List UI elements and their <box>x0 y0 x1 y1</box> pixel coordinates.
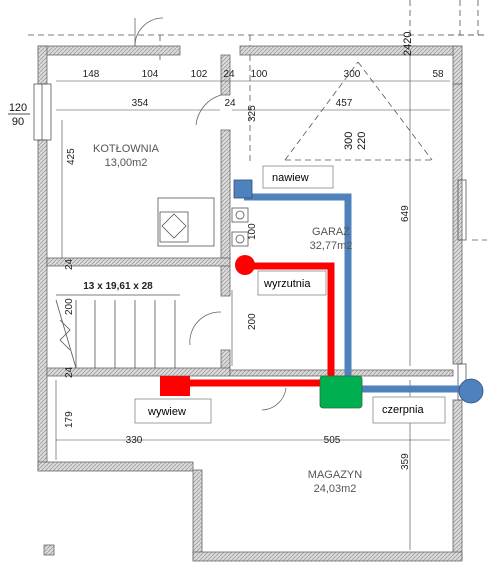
supply-grille <box>233 179 253 199</box>
dim-100-vert: 100 <box>247 223 258 240</box>
door-swings <box>134 17 287 411</box>
dim-58: 58 <box>432 69 444 80</box>
callout-exhaust: wywiew <box>134 398 212 424</box>
outlet-vent <box>235 255 255 275</box>
room-labels: KOTŁOWNIA 13,00m2 GARAŻ 32,77m2 MAGAZYN … <box>83 143 362 495</box>
dimension-lines <box>55 55 450 550</box>
staircase <box>55 294 180 369</box>
callout-supply: nawiew <box>262 165 334 189</box>
callout-exhaust-text: wywiew <box>147 406 186 418</box>
dim-24-row2: 24 <box>224 98 236 109</box>
roof-outline <box>28 0 487 241</box>
dim-200-stair: 200 <box>64 298 75 315</box>
callout-vent-outlet-text: wyrzutnia <box>263 278 311 290</box>
dim-24-lower: 24 <box>64 366 75 378</box>
dim-649: 649 <box>400 205 411 222</box>
intake-vent <box>458 378 484 404</box>
dim-24-top: 24 <box>223 69 235 80</box>
dim-325: 325 <box>247 105 258 122</box>
boiler-fixtures <box>157 197 249 247</box>
window-frames <box>33 83 467 401</box>
walls <box>37 45 463 562</box>
dim-120: 120 <box>9 102 27 114</box>
callout-intake-text: czerpnia <box>382 404 424 416</box>
dim-90: 90 <box>12 116 24 128</box>
dim-457: 457 <box>336 98 353 109</box>
room-name-garage: GARAŻ <box>312 225 350 238</box>
dim-354: 354 <box>132 98 149 109</box>
dim-200-mid: 200 <box>247 313 258 330</box>
dim-148: 148 <box>83 69 100 80</box>
dim-330: 330 <box>126 435 143 446</box>
dim-425: 425 <box>66 148 77 165</box>
exhaust-grille <box>160 376 190 396</box>
room-name-boiler: KOTŁOWNIA <box>93 143 160 155</box>
callout-supply-text: nawiew <box>272 172 309 184</box>
dim-2420: 2420 <box>402 32 414 56</box>
stair-spec: 13 x 19,61 x 28 <box>83 281 153 292</box>
exhaust-duct <box>180 262 335 387</box>
dim-359: 359 <box>400 453 411 470</box>
dim-505: 505 <box>324 435 341 446</box>
dim-300-vert: 300 <box>343 132 355 150</box>
dimension-labels: 148 104 102 24 100 300 58 354 24 457 242… <box>8 32 444 470</box>
dim-104: 104 <box>142 69 159 80</box>
dim-24-stair: 24 <box>64 258 75 270</box>
dim-300-top: 300 <box>344 69 361 80</box>
callout-intake: czerpnia <box>372 396 446 424</box>
room-area-boiler: 13,00m2 <box>105 157 148 169</box>
dim-100-top: 100 <box>251 69 268 80</box>
dim-102: 102 <box>191 69 208 80</box>
room-name-storage: MAGAZYN <box>308 469 362 481</box>
supply-duct <box>244 193 470 393</box>
room-area-storage: 24,03m2 <box>314 483 357 495</box>
room-area-garage: 32,77m2 <box>310 240 353 252</box>
callout-vent-outlet: wyrzutnia <box>257 270 327 296</box>
recuperator-unit <box>319 375 363 409</box>
dim-220: 220 <box>356 132 368 150</box>
dim-179: 179 <box>64 411 75 428</box>
